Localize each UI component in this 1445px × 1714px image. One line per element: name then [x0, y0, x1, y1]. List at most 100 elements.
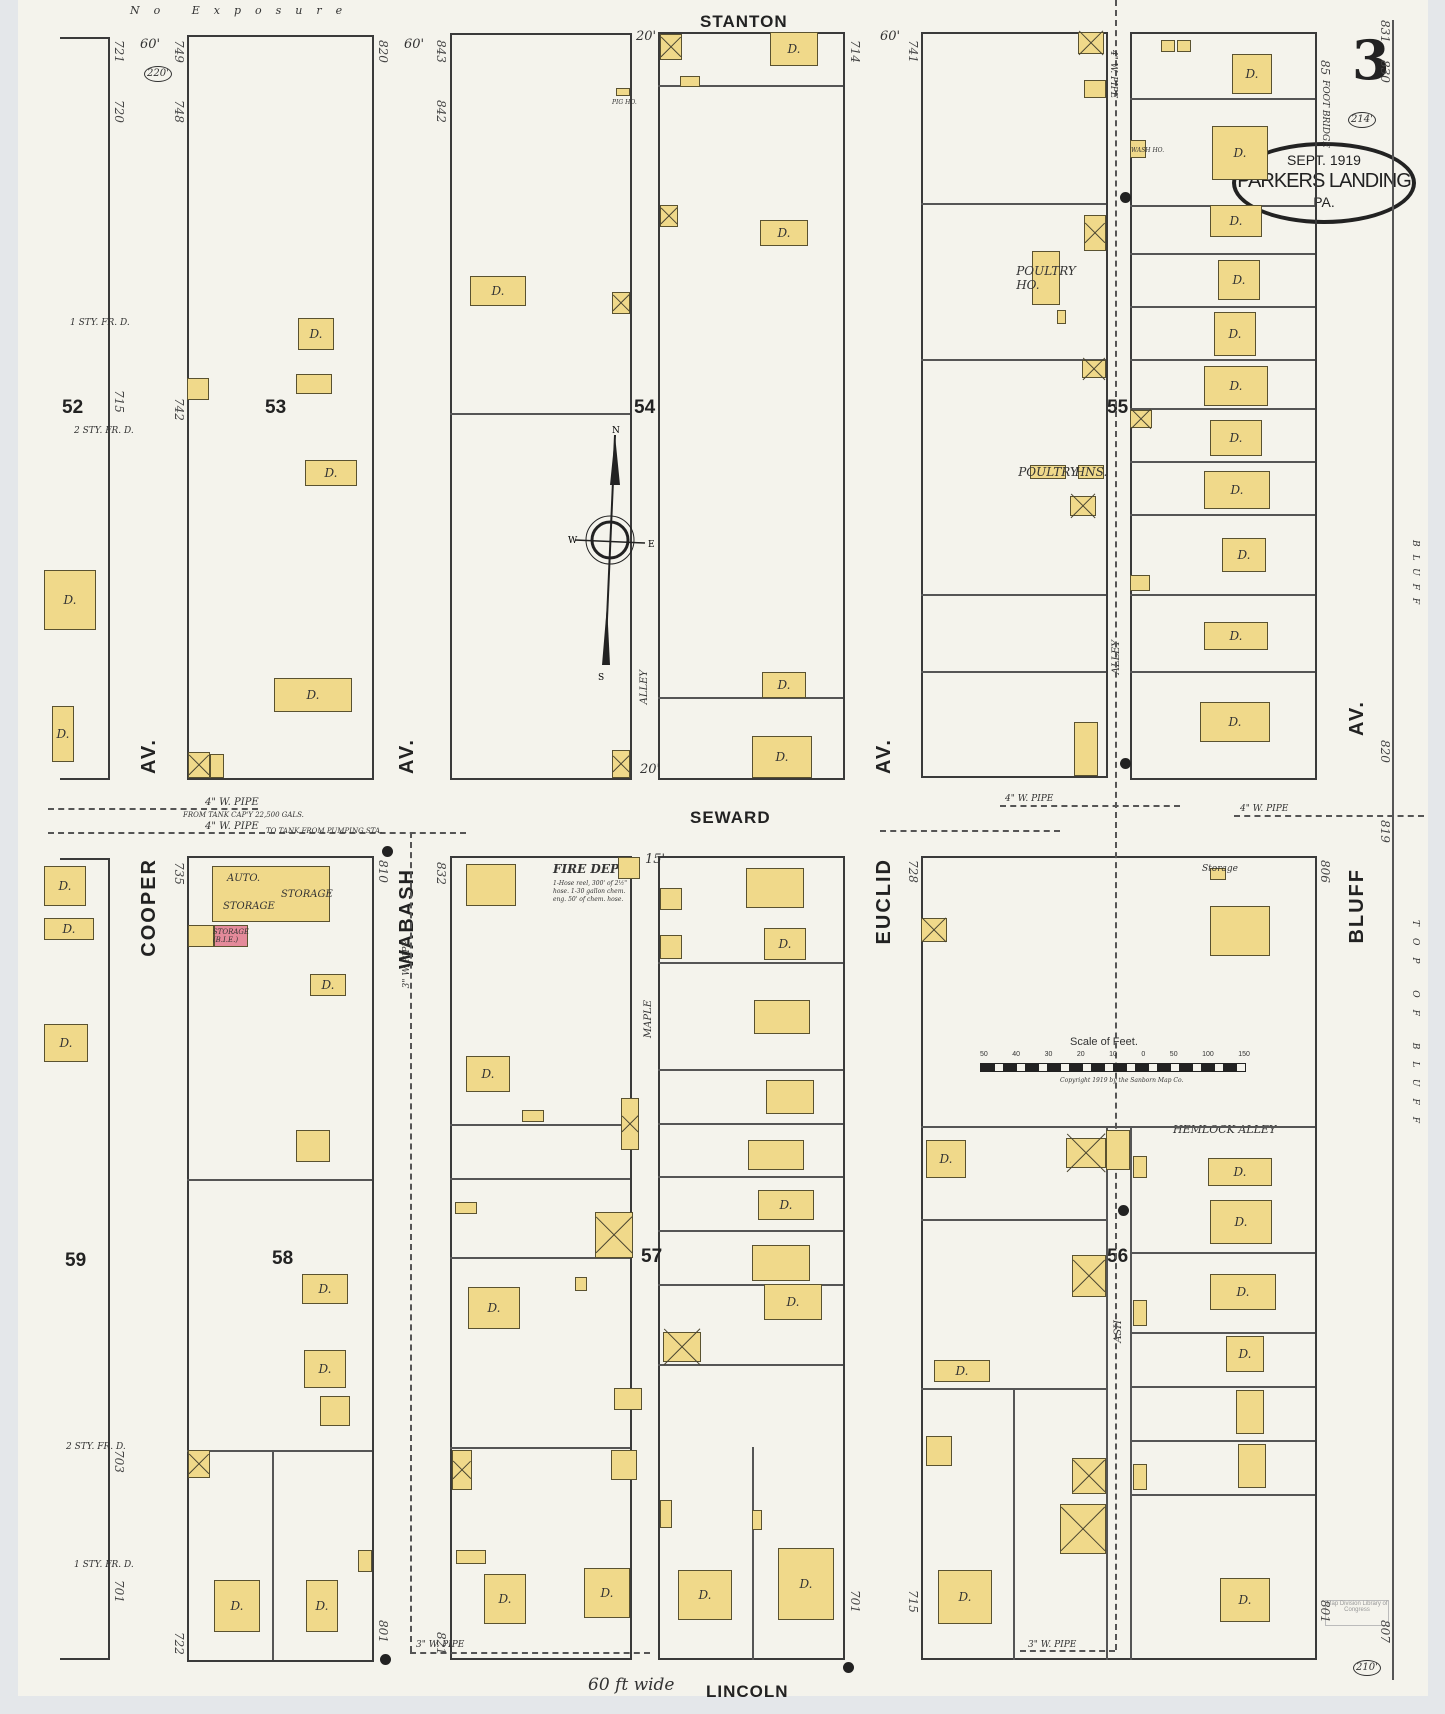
dwelling: D.	[304, 1350, 346, 1388]
address: 748	[172, 100, 186, 123]
auto-garage	[660, 888, 682, 910]
pipe-label: 4" W. PIPE	[205, 797, 259, 808]
dwelling: D.	[468, 1287, 520, 1329]
garage	[1072, 1255, 1106, 1297]
svg-text:S: S	[598, 673, 604, 683]
garage	[188, 1450, 210, 1478]
dwelling: D.	[760, 220, 808, 246]
dwelling: D.	[778, 1548, 834, 1620]
lot-line	[658, 85, 843, 87]
dwelling: D.	[770, 32, 818, 66]
dwelling	[754, 1000, 810, 1034]
lot-line	[1106, 1128, 1108, 1660]
scale-tick: 30	[1044, 1051, 1053, 1058]
lot-line	[1130, 359, 1315, 361]
dwelling: D.	[752, 736, 812, 778]
garage	[1072, 1458, 1106, 1494]
dwelling: D.	[1210, 1200, 1272, 1244]
hen-house: HNS.	[1074, 465, 1108, 479]
auto-garage	[660, 935, 682, 959]
block-54-west	[450, 33, 632, 780]
storage-building	[1210, 868, 1226, 880]
building	[1133, 1156, 1147, 1178]
dwelling	[752, 1245, 810, 1281]
pipe-label: 4" W. PIPE	[1005, 794, 1054, 804]
lot-line	[1130, 253, 1315, 255]
dwelling: D.	[1212, 126, 1268, 180]
address: 832	[434, 862, 448, 885]
dwelling: D.	[1220, 1578, 1270, 1622]
pipe-note: FROM TANK CAP'Y 22,500 GALS.	[183, 811, 304, 819]
pipe-label: 3" W. PIPE	[402, 940, 412, 989]
block-number-59: 59	[65, 1250, 87, 1271]
lot-line	[1130, 1128, 1132, 1660]
svg-text:E: E	[648, 540, 655, 550]
street-lincoln: LINCOLN	[706, 1682, 789, 1701]
address: 801	[1318, 1600, 1332, 1623]
block-54-east	[658, 32, 845, 780]
building	[1057, 310, 1066, 324]
auto-garage	[614, 1388, 642, 1410]
block-number-53: 53	[265, 397, 287, 418]
auto-storage: AUTO. STORAGE STORAGE	[212, 866, 333, 922]
block-number-58: 58	[272, 1248, 294, 1269]
dwelling: D.	[310, 974, 346, 996]
garage	[1078, 32, 1104, 54]
wash-house	[1130, 140, 1146, 158]
lot-line	[658, 962, 843, 964]
address: 806	[1318, 860, 1332, 883]
auto-label: AUTO.	[227, 873, 261, 884]
width-label: 60'	[140, 37, 161, 52]
wash-house-label: WASH HO.	[1131, 147, 1165, 154]
hydrant-icon	[1118, 1205, 1129, 1216]
lot-line	[658, 697, 843, 699]
block-57-east	[658, 856, 845, 1660]
lot-line	[1130, 98, 1315, 100]
scale-bar	[980, 1063, 1246, 1072]
bluff-note: BLUFF	[1410, 540, 1420, 613]
width-label: 20'	[640, 762, 661, 777]
dwelling: D.	[584, 1568, 630, 1618]
pipe-label: 3" W. PIPE	[1028, 1640, 1077, 1650]
lot-line	[658, 1230, 843, 1232]
garage	[1066, 1138, 1106, 1168]
dwelling: D.	[934, 1360, 990, 1382]
building	[188, 925, 214, 947]
dwelling: D.	[1214, 312, 1256, 356]
water-pipe	[1234, 815, 1424, 817]
dwelling: D.	[1226, 1336, 1264, 1372]
water-pipe	[48, 808, 258, 810]
dwelling: D.	[758, 1190, 814, 1220]
building	[210, 754, 224, 778]
address: 820	[1378, 740, 1392, 763]
dwelling: D.	[44, 866, 86, 906]
lot-line	[1130, 671, 1315, 673]
street-cooper-av: AV.	[138, 738, 160, 775]
garage	[1074, 722, 1098, 776]
garage	[612, 750, 630, 778]
auto-garage	[455, 1202, 477, 1214]
poultry-house: POULTRY	[1018, 465, 1078, 479]
title-stamp: SEPT. 1919 PARKERS LANDING PA.	[1232, 142, 1416, 224]
dwelling: D.	[1222, 538, 1266, 572]
street-wabash-av: AV.	[396, 738, 418, 775]
scale-tick: 150	[1238, 1051, 1250, 1058]
address: 715	[112, 390, 126, 413]
address: 714	[848, 40, 862, 63]
address: 843	[434, 40, 448, 63]
map-sheet	[18, 0, 1428, 1696]
dwelling: D.	[52, 706, 74, 762]
bluff-line	[1392, 20, 1394, 1680]
street-euclid: EUCLID	[873, 858, 895, 945]
address: 728	[906, 860, 920, 883]
pig-house-label: PIG HO.	[612, 99, 637, 106]
dwelling: D.	[1210, 420, 1262, 456]
block-number-57: 57	[641, 1246, 663, 1267]
storage-label: STORAGE	[223, 901, 275, 912]
scale-tick: 50	[980, 1051, 988, 1058]
dwelling	[746, 868, 804, 908]
maple-label: MAPLE	[643, 1000, 654, 1039]
building	[1084, 80, 1106, 98]
building	[752, 1510, 762, 1530]
address: 819	[1378, 820, 1392, 843]
